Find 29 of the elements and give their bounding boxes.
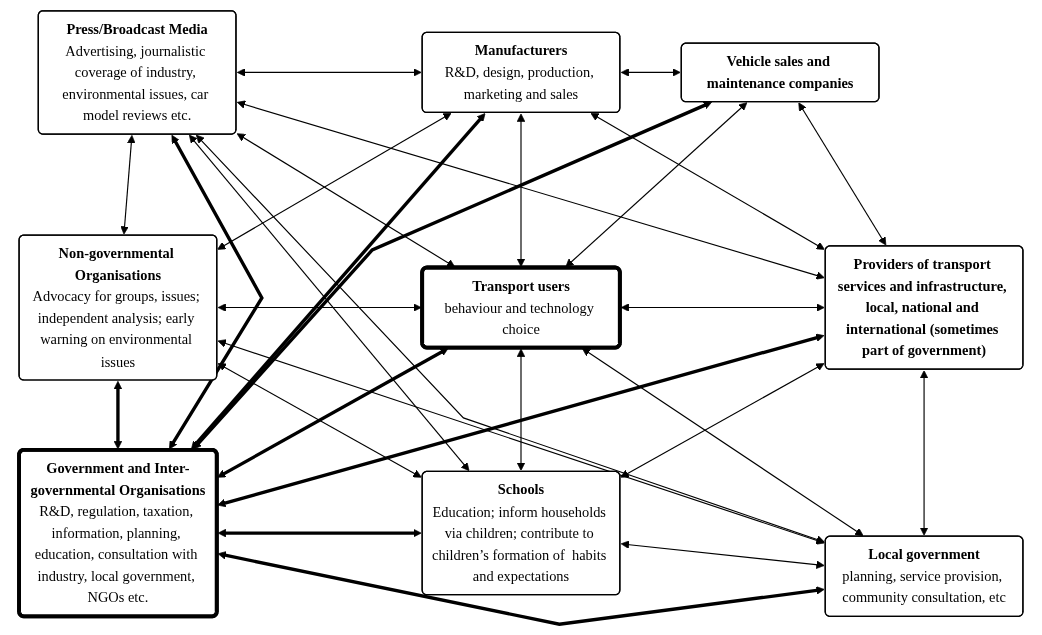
arrow bbox=[217, 528, 422, 538]
arrow bbox=[620, 540, 825, 569]
arrow bbox=[236, 133, 456, 268]
arrow bbox=[217, 339, 825, 545]
arrow bbox=[217, 363, 422, 478]
arrow bbox=[191, 113, 486, 450]
arrow bbox=[113, 380, 123, 450]
arrow bbox=[120, 135, 136, 235]
arrow bbox=[217, 303, 422, 312]
arrow bbox=[565, 102, 748, 268]
arrow bbox=[193, 101, 712, 450]
arrow bbox=[581, 347, 864, 537]
arrow bbox=[188, 134, 470, 472]
arrow bbox=[590, 112, 825, 250]
arrow bbox=[620, 68, 681, 77]
arrow bbox=[195, 134, 825, 544]
arrow bbox=[217, 333, 825, 508]
arrow bbox=[620, 363, 825, 478]
arrow bbox=[516, 113, 526, 267]
arrow bbox=[217, 551, 825, 626]
arrow bbox=[236, 100, 825, 280]
arrow bbox=[919, 370, 929, 536]
arrow bbox=[620, 303, 825, 312]
arrow bbox=[217, 112, 452, 250]
arrow bbox=[236, 68, 422, 77]
arrow bbox=[798, 102, 887, 246]
arrow bbox=[516, 348, 526, 471]
arrow bbox=[169, 134, 264, 450]
arrow bbox=[217, 347, 449, 478]
